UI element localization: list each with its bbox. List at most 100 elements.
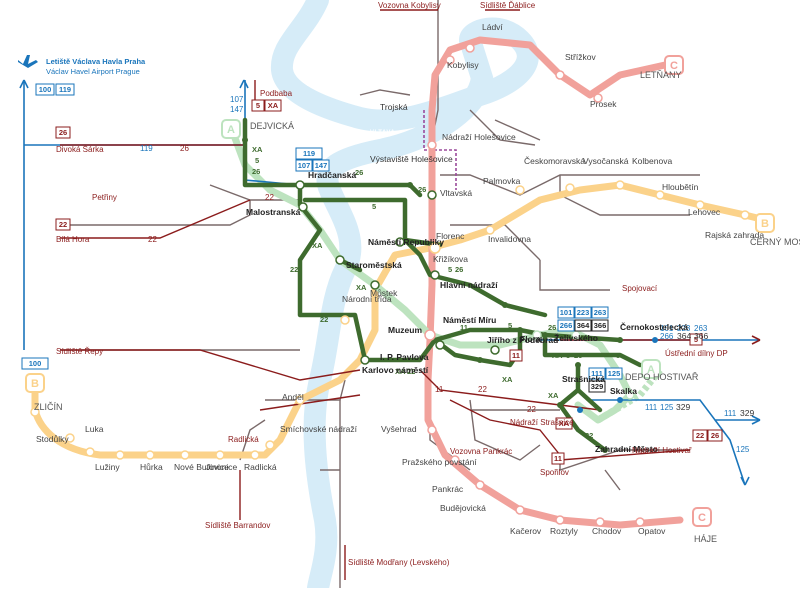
svg-text:Hlavní nádraží: Hlavní nádraží [440, 280, 498, 290]
svg-text:Vyšehrad: Vyšehrad [381, 424, 417, 434]
svg-text:223: 223 [577, 308, 590, 317]
svg-text:22: 22 [696, 431, 704, 440]
svg-text:Vysočanská: Vysočanská [583, 156, 629, 166]
svg-text:5: 5 [508, 321, 512, 330]
svg-text:101: 101 [660, 324, 674, 333]
svg-text:22: 22 [478, 385, 487, 394]
svg-text:Kačerov: Kačerov [510, 526, 542, 536]
svg-text:XA: XA [548, 391, 559, 400]
svg-text:Náměstí Míru: Náměstí Míru [443, 315, 496, 325]
svg-text:125: 125 [660, 403, 674, 412]
svg-text:125: 125 [736, 445, 750, 454]
svg-text:26: 26 [548, 323, 556, 332]
svg-text:5: 5 [566, 351, 570, 360]
svg-text:Divoká Šárka: Divoká Šárka [56, 145, 104, 154]
bus-badges: 100 119 100 5 XA 119 107 147 26 22 101 2… [21, 83, 723, 465]
svg-text:22: 22 [59, 220, 67, 229]
svg-text:Nádraží Holešovice: Nádraží Holešovice [442, 132, 516, 142]
svg-text:366: 366 [594, 321, 607, 330]
svg-text:Nádraží Strašnice: Nádraží Strašnice [510, 418, 574, 427]
svg-text:26: 26 [355, 168, 363, 177]
svg-text:Radlická: Radlická [244, 462, 277, 472]
svg-text:ČERNÝ MOST: ČERNÝ MOST [750, 237, 800, 247]
svg-text:B: B [761, 218, 769, 230]
svg-text:119: 119 [140, 144, 153, 153]
svg-text:Zahradní Město: Zahradní Město [595, 444, 658, 454]
svg-text:Národní třída: Národní třída [342, 294, 392, 304]
svg-text:XA: XA [312, 241, 323, 250]
svg-text:ZLIČÍN: ZLIČÍN [34, 402, 63, 412]
svg-text:Roztyly: Roztyly [550, 526, 579, 536]
svg-text:Skalka: Skalka [610, 386, 637, 396]
svg-text:263: 263 [594, 308, 607, 317]
svg-text:329: 329 [676, 402, 690, 412]
svg-text:26: 26 [711, 431, 719, 440]
red-route-labels: 26 22 22 11 22 22 [148, 144, 536, 414]
svg-text:263: 263 [694, 324, 708, 333]
svg-text:100: 100 [39, 85, 52, 94]
tram-route-labels: XA 5 26 26 26 5 XA 22 22 XA 5 26 11 5 26… [252, 145, 620, 440]
svg-text:Florenc: Florenc [436, 231, 465, 241]
svg-text:Chodov: Chodov [592, 526, 622, 536]
svg-text:B: B [31, 378, 39, 390]
airport-icon [18, 55, 38, 68]
svg-text:Hůrka: Hůrka [140, 462, 163, 472]
svg-text:22: 22 [290, 265, 298, 274]
svg-text:11: 11 [435, 385, 444, 394]
svg-text:11: 11 [512, 351, 520, 360]
svg-text:LETŇANY: LETŇANY [640, 70, 682, 80]
svg-text:266: 266 [560, 321, 573, 330]
svg-text:11: 11 [460, 323, 468, 332]
place-labels: Vozovna Kobylisy Sídliště Ďáblice Podbab… [56, 1, 728, 567]
svg-text:147: 147 [230, 105, 244, 114]
metro-line-b [31, 181, 769, 459]
svg-text:Ládví: Ládví [482, 22, 503, 32]
svg-text:HÁJE: HÁJE [694, 534, 717, 544]
svg-text:125: 125 [608, 369, 621, 378]
svg-text:22: 22 [148, 235, 157, 244]
svg-text:22: 22 [265, 193, 274, 202]
svg-text:366: 366 [694, 331, 708, 341]
svg-text:22: 22 [585, 431, 593, 440]
metro-station-markers [30, 43, 750, 527]
svg-text:Stodůlky: Stodůlky [36, 434, 69, 444]
svg-text:22: 22 [320, 315, 328, 324]
terminal-boxes: A A B B C C [25, 55, 775, 527]
svg-text:Lužiny: Lužiny [95, 462, 120, 472]
svg-text:Můstek: Můstek [370, 288, 398, 298]
svg-text:XA: XA [559, 419, 570, 428]
svg-text:Sídliště Modřany (Levského): Sídliště Modřany (Levského) [348, 558, 450, 567]
rail-trojska [423, 110, 457, 190]
svg-text:26: 26 [252, 167, 260, 176]
bus-lines-red [60, 9, 700, 580]
svg-text:XA: XA [252, 145, 263, 154]
svg-text:329: 329 [740, 408, 754, 418]
svg-text:100: 100 [29, 359, 42, 368]
svg-text:Sídliště Barrandov: Sídliště Barrandov [205, 521, 270, 530]
tram-stop-markers [242, 137, 623, 453]
svg-text:DEPO HOSTIVAŘ: DEPO HOSTIVAŘ [625, 372, 699, 382]
svg-text:147: 147 [315, 161, 328, 170]
svg-text:Hloubětín: Hloubětín [662, 182, 699, 192]
svg-text:5: 5 [616, 351, 620, 360]
svg-text:Křižíkova: Křižíkova [433, 254, 468, 264]
svg-text:Malostranská: Malostranská [246, 207, 301, 217]
svg-text:Petřiny: Petřiny [92, 193, 117, 202]
airport-name-en: Václav Havel Airport Prague [46, 67, 140, 76]
svg-text:Trojská: Trojská [380, 102, 408, 112]
svg-text:Pražského povstání: Pražského povstání [402, 457, 477, 467]
svg-text:5: 5 [256, 101, 260, 110]
svg-text:XA: XA [502, 375, 513, 384]
svg-text:Jinonice: Jinonice [206, 462, 237, 472]
svg-text:Hradčanská: Hradčanská [308, 170, 356, 180]
river-vltava [270, 0, 539, 593]
svg-text:Vltavská: Vltavská [440, 188, 472, 198]
arrow-hostivar [740, 476, 750, 486]
svg-text:26: 26 [574, 351, 582, 360]
svg-text:119: 119 [59, 85, 71, 94]
svg-text:Karlovo náměstí: Karlovo náměstí [362, 365, 429, 375]
svg-text:329: 329 [591, 382, 604, 391]
svg-text:Náměstí Republiky: Náměstí Republiky [368, 237, 444, 247]
svg-text:Podbaba: Podbaba [260, 89, 293, 98]
